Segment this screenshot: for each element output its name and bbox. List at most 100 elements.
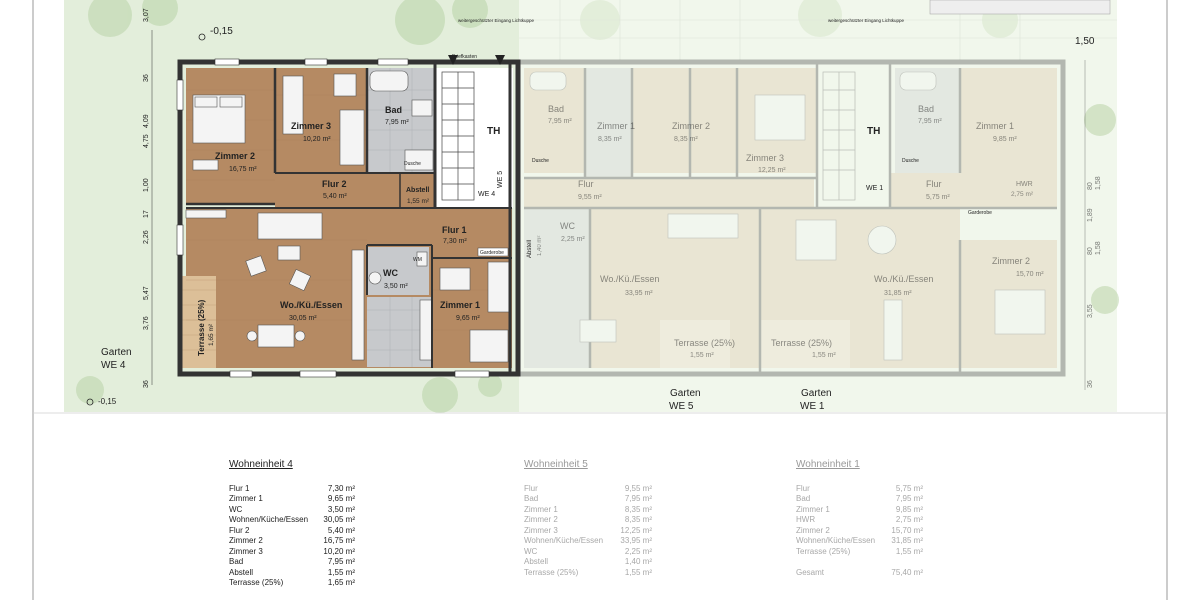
svg-text:9,55 m²: 9,55 m² xyxy=(578,194,602,201)
area-table-title: Wohneinheit 4 xyxy=(229,459,293,470)
svg-text:7,30 m²: 7,30 m² xyxy=(443,238,467,245)
briefkasten-label: Briefkasten xyxy=(452,54,477,60)
dim-right: 1,50 xyxy=(1075,36,1095,47)
svg-text:HWR: HWR xyxy=(1016,181,1033,188)
garten-we4-line1: Garten xyxy=(101,347,132,358)
svg-text:17: 17 xyxy=(143,210,150,218)
svg-text:Bad: Bad xyxy=(548,104,564,114)
we1-arrow-label: WE 1 xyxy=(866,185,883,192)
svg-text:5,47: 5,47 xyxy=(143,286,150,300)
we4-arrow-label: WE 4 xyxy=(478,191,495,198)
garten-we5-line1: Garten xyxy=(670,388,701,399)
svg-text:3,07: 3,07 xyxy=(143,8,150,22)
svg-text:Terrasse (25%): Terrasse (25%) xyxy=(771,338,832,348)
dims-right: 80 1,58 1,89 80 1,58 3,55 36 xyxy=(1084,60,1102,390)
svg-text:3,55: 3,55 xyxy=(1087,304,1094,318)
svg-text:Wo./Kü./Essen: Wo./Kü./Essen xyxy=(600,274,659,284)
we5-arrow-label: WE 5 xyxy=(497,171,504,188)
svg-text:10,20 m²: 10,20 m² xyxy=(303,136,331,143)
we5-room-labels: Bad 7,95 m² Zimmer 1 8,35 m² Zimmer 2 8,… xyxy=(537,104,786,359)
we4-furniture xyxy=(185,70,511,363)
svg-text:1,55 m²: 1,55 m² xyxy=(812,352,836,359)
th-label-we1: TH xyxy=(867,126,880,137)
svg-text:3,76: 3,76 xyxy=(143,316,150,330)
svg-text:Terrasse (25%): Terrasse (25%) xyxy=(197,299,206,356)
svg-text:Zimmer 2: Zimmer 2 xyxy=(215,151,255,161)
svg-text:4,75: 4,75 xyxy=(143,134,150,148)
table-row: Terrasse (25%)1,55 m² xyxy=(796,546,923,556)
svg-text:36: 36 xyxy=(143,74,150,82)
garten-we1-line1: Garten xyxy=(801,388,832,399)
garderobe-label-we1: Garderobe xyxy=(968,210,992,216)
svg-text:1,55 m²: 1,55 m² xyxy=(690,352,714,359)
garden-area-right xyxy=(519,0,1117,412)
svg-text:Flur 1: Flur 1 xyxy=(442,225,467,235)
svg-text:Zimmer 2: Zimmer 2 xyxy=(992,256,1030,266)
svg-text:30,05 m²: 30,05 m² xyxy=(289,315,317,322)
svg-text:Zimmer 1: Zimmer 1 xyxy=(597,121,635,131)
dusche-label-we5: Dusche xyxy=(532,158,549,164)
svg-text:1,00: 1,00 xyxy=(143,178,150,192)
svg-text:Abstell: Abstell xyxy=(406,187,429,194)
wm-label: WM xyxy=(413,257,422,263)
garten-we1-line2: WE 1 xyxy=(800,401,825,412)
svg-text:5,40 m²: 5,40 m² xyxy=(323,193,347,200)
abstell-vertical-label: Abstell xyxy=(527,240,533,258)
svg-text:Zimmer 3: Zimmer 3 xyxy=(291,121,331,131)
entrance-note-we1: weitergeschützter Eingang Lichtkuppe xyxy=(828,18,905,23)
svg-text:WC: WC xyxy=(560,221,575,231)
svg-text:80: 80 xyxy=(1087,182,1094,190)
svg-text:80: 80 xyxy=(1087,247,1094,255)
svg-text:1,58: 1,58 xyxy=(1095,241,1102,255)
svg-text:Flur: Flur xyxy=(926,179,942,189)
svg-text:8,35 m²: 8,35 m² xyxy=(598,136,622,143)
svg-text:Zimmer 3: Zimmer 3 xyxy=(746,153,784,163)
we4-room-labels: Zimmer 2 16,75 m² Zimmer 3 10,20 m² Bad … xyxy=(197,105,480,356)
svg-text:Bad: Bad xyxy=(918,104,934,114)
walls-we4 xyxy=(177,59,521,377)
svg-text:33,95 m²: 33,95 m² xyxy=(625,290,653,297)
svg-text:2,26: 2,26 xyxy=(143,230,150,244)
stairwell-we4 xyxy=(441,71,475,201)
th-label-we4: TH xyxy=(487,126,500,137)
plan-labels: -0,15 -0,15 1,50 3,07 36 4,09 4,75 1,00 … xyxy=(86,8,1102,412)
svg-text:36: 36 xyxy=(1087,380,1094,388)
svg-text:3,50 m²: 3,50 m² xyxy=(384,283,408,290)
svg-text:Terrasse (25%): Terrasse (25%) xyxy=(674,338,735,348)
entrance-note-we4: weitergeschützter Eingang Lichtkuppe xyxy=(458,18,535,23)
svg-text:Wo./Kü./Essen: Wo./Kü./Essen xyxy=(874,274,933,284)
svg-text:Zimmer 1: Zimmer 1 xyxy=(976,121,1014,131)
dusche-label-we1: Dusche xyxy=(902,158,919,164)
svg-text:Flur: Flur xyxy=(578,179,594,189)
svg-text:Zimmer 1: Zimmer 1 xyxy=(440,300,480,310)
area-table-title: Wohneinheit 5 xyxy=(524,459,588,470)
table-row: Terrasse (25%)1,55 m² xyxy=(524,567,652,577)
level-top: -0,15 xyxy=(210,26,233,37)
garderobe-label-we4: Garderobe xyxy=(480,250,504,256)
svg-text:Wo./Kü./Essen: Wo./Kü./Essen xyxy=(280,300,342,310)
svg-text:1,65 m²: 1,65 m² xyxy=(208,323,215,346)
table-row xyxy=(796,557,923,568)
level-bottom: -0,15 xyxy=(98,397,117,406)
we1-room-labels: Bad 7,95 m² Zimmer 1 9,85 m² Flur 5,75 m… xyxy=(771,104,1044,359)
